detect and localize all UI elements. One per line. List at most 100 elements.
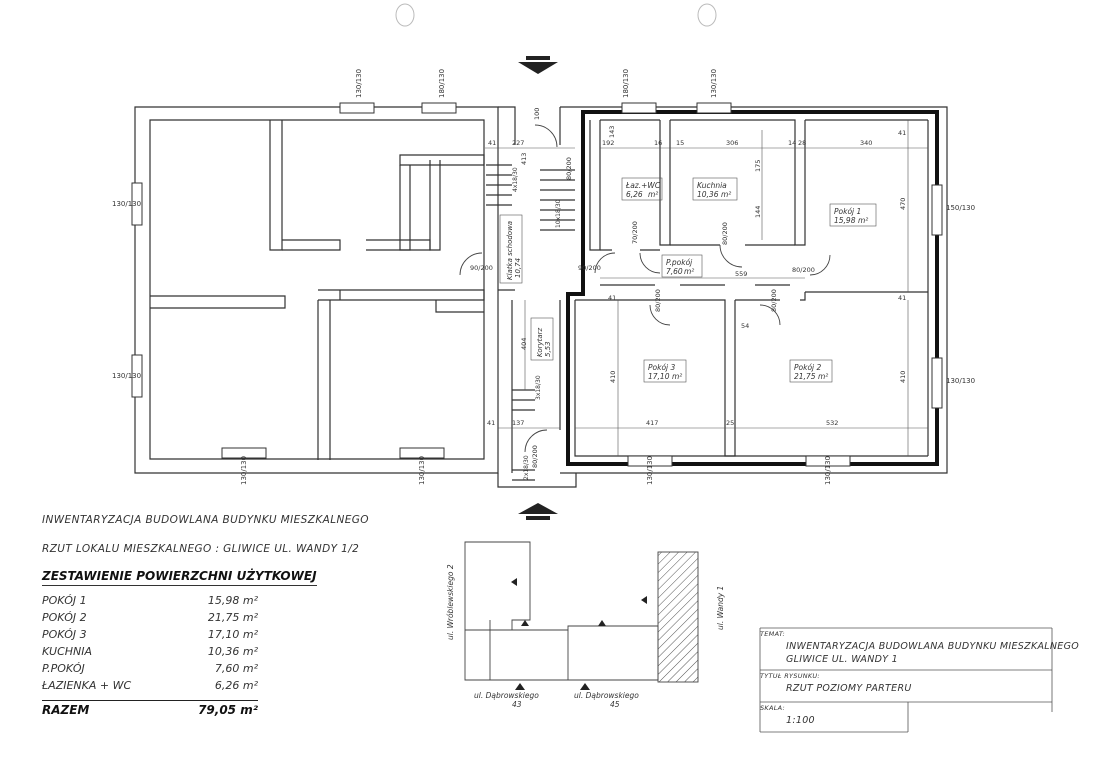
window-dim: 180/130 (622, 69, 630, 98)
area-unit: m² (648, 190, 658, 199)
row-value: 6,26 (214, 679, 240, 692)
area-unit: m² (684, 267, 694, 276)
dim-label: 227 (512, 139, 524, 147)
room-area-klatka: 10,74 (514, 258, 522, 278)
dim-label: 413 (520, 153, 528, 165)
door-dim: 80/200 (565, 157, 573, 180)
window-dim: 130/130 (240, 456, 248, 485)
room-name-pokoj2: Pokój 2 (794, 363, 822, 372)
dim-label: 306 (726, 139, 738, 147)
room-name-lazienka: Łaz.+WC (625, 181, 661, 190)
dim-label: 14 (788, 139, 796, 147)
row-label: POKÓJ 3 (42, 628, 87, 641)
total-value: 79,05 (198, 703, 237, 717)
dim-label: 54 (741, 322, 749, 330)
door-dim: 80/200 (792, 266, 815, 274)
total-unit: m² (240, 703, 258, 717)
window-dim: 150/130 (946, 204, 975, 212)
room-area-pokoj1: 15,98 (834, 216, 856, 225)
dim-label: 470 (899, 198, 907, 210)
entrance-arrow-top (518, 56, 558, 74)
dim-label: 175 (754, 160, 762, 172)
windows (131, 102, 943, 467)
dim-label: 41 (608, 294, 616, 302)
table-row: ŁAZIENKA + WC 6,26 m² (42, 677, 258, 694)
dim-label: 15 (676, 139, 684, 147)
dim-label: 417 (646, 419, 658, 427)
dim-label: 532 (826, 419, 838, 427)
dim-label: 410 (609, 371, 617, 383)
dim-label: 144 (754, 206, 762, 218)
door-dim: 90/200 (470, 264, 493, 272)
dim-label: 100 (533, 108, 541, 120)
stairs-label: 4x18/30 (512, 167, 519, 192)
street-right: ul. Wandy 1 (716, 586, 725, 630)
dim-label: 137 (512, 419, 524, 427)
dim-label: 28 (798, 139, 806, 147)
number-bottom-1: 43 (512, 700, 522, 709)
topic-line-2: GLIWICE UL. WANDY 1 (786, 654, 898, 665)
apartment-boundary (566, 110, 939, 466)
row-unit: m² (242, 679, 258, 692)
door-dim: 70/200 (631, 221, 639, 244)
door-dim: 80/200 (654, 289, 662, 312)
drawing-subtitle: RZUT LOKALU MIESZKALNEGO : GLIWICE UL. W… (42, 543, 360, 555)
dim-label: 41 (487, 419, 495, 427)
area-unit: m² (858, 216, 868, 225)
room-name-kuchnia: Kuchnia (697, 181, 727, 190)
building-walls (134, 106, 948, 488)
dim-label: 25 (726, 419, 734, 427)
title-block-topic: TEMAT: INWENTARYZACJA BUDOWLANA BUDYNKU … (760, 630, 1080, 665)
door-swings (459, 124, 831, 453)
binder-hole (395, 3, 415, 27)
dim-label: 41 (898, 129, 906, 137)
dim-label: 559 (735, 270, 747, 278)
room-area-pokoj2: 21,75 (794, 372, 816, 381)
drawing-title: RZUT POZIOMY PARTERU (786, 683, 912, 694)
dimension-lines (485, 120, 928, 456)
window-dim: 130/130 (418, 456, 426, 485)
stairs-label: 10x18/30 (555, 199, 562, 228)
window-dim: 130/130 (112, 372, 141, 380)
binder-hole (697, 3, 717, 27)
dim-label: 16 (654, 139, 662, 147)
dim-label: 410 (899, 371, 907, 383)
title-block-scale: SKALA: 1:100 (760, 704, 1050, 726)
room-area-ppokoj: 7,60 (666, 267, 683, 276)
dim-label: 404 (520, 338, 528, 350)
row-unit: m² (242, 628, 258, 641)
window-dim: 130/130 (946, 377, 975, 385)
number-bottom-2: 45 (610, 700, 620, 709)
table-row: POKÓJ 3 17,10 m² (42, 626, 258, 643)
row-label: POKÓJ 2 (42, 611, 87, 624)
row-value: 15,98 (207, 594, 240, 607)
row-label: ŁAZIENKA + WC (42, 679, 132, 692)
door-dim: 80/200 (770, 289, 778, 312)
window-dim: 180/130 (438, 69, 446, 98)
row-value: 10,36 (207, 645, 240, 658)
entrance-arrow-bottom (518, 503, 558, 520)
row-value: 17,10 (207, 628, 240, 641)
site-map (464, 541, 699, 683)
room-area-lazienka: 6,26 (626, 190, 643, 199)
area-unit: m² (818, 372, 828, 381)
row-label: KUCHNIA (42, 645, 93, 658)
row-label: POKÓJ 1 (42, 594, 87, 607)
summary-total: RAZEM 79,05 m² (42, 700, 258, 717)
drawing-caption: TYTUŁ RYSUNKU: (760, 672, 820, 680)
window-dim: 130/130 (824, 456, 832, 485)
dim-label: 340 (860, 139, 872, 147)
room-name-korytarz: Korytarz (536, 327, 544, 357)
room-area-kuchnia: 10,36 (697, 190, 719, 199)
dim-label: 41 (898, 294, 906, 302)
row-label: P.POKÓJ (42, 662, 85, 675)
title-block-drawing: TYTUŁ RYSUNKU: RZUT POZIOMY PARTERU (760, 672, 1050, 694)
topic-line-1: INWENTARYZACJA BUDOWLANA BUDYNKU MIESZKA… (786, 641, 1080, 652)
scale-value: 1:100 (786, 715, 815, 726)
scale-caption: SKALA: (760, 704, 786, 712)
room-name-ppokoj: P.pokój (666, 258, 693, 267)
